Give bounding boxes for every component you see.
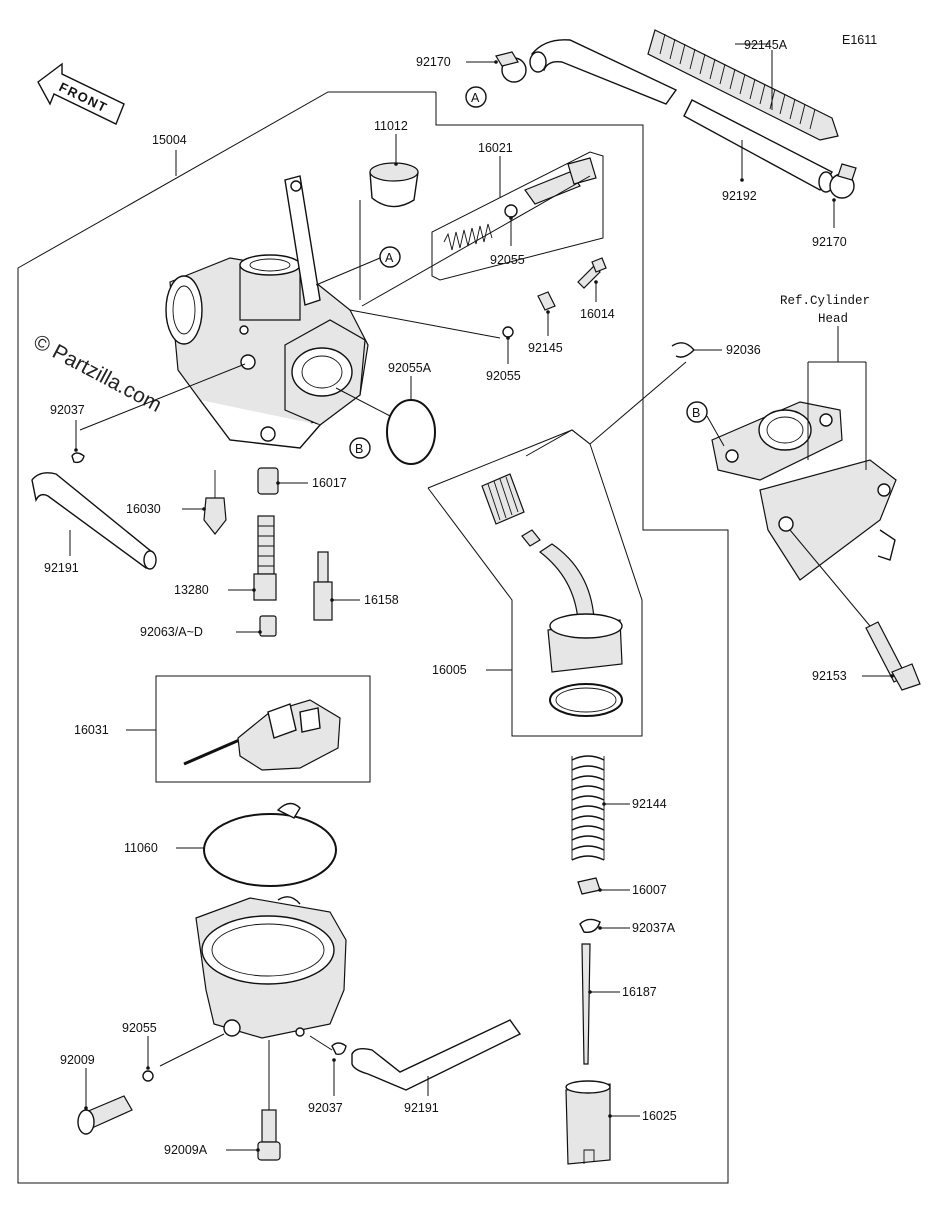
svg-text:B: B	[355, 442, 363, 456]
main-frame-outline	[17, 91, 729, 1184]
label-11060: 11060	[124, 841, 158, 855]
gasket-11060-drawing	[203, 802, 337, 887]
label-92037a: 92037A	[632, 921, 676, 935]
label-16005: 16005	[432, 663, 467, 677]
throttle-valve-16025-drawing	[565, 1080, 611, 1165]
label-92009a: 92009A	[164, 1143, 208, 1157]
clamp-92170-top-drawing	[495, 51, 527, 83]
leader-lines	[69, 43, 892, 1151]
spring-92144-drawing	[571, 755, 605, 861]
label-16017: 16017	[312, 476, 347, 490]
bolt-92153-drawing	[865, 621, 921, 691]
svg-text:A: A	[471, 91, 480, 105]
label-92037-left: 92037	[50, 403, 85, 417]
hose-top-drawing	[529, 39, 678, 105]
float-valve-16030-drawing	[203, 470, 227, 535]
oring-92055-bottom-drawing	[142, 1070, 154, 1082]
oring-92055-drawing	[502, 326, 514, 338]
ref-cylinder-label-1: Ref.Cylinder	[780, 294, 870, 308]
screw-16014-drawing	[577, 257, 607, 289]
hose-92191-left-drawing	[31, 472, 157, 570]
callout-b-intake: B	[686, 401, 708, 423]
part-labels: 15004 11012 16021 92055 16014 92145 9205…	[44, 38, 870, 1157]
svg-text:B: B	[692, 406, 700, 420]
label-16014: 16014	[580, 307, 615, 321]
label-16187: 16187	[622, 985, 657, 999]
label-92144: 92144	[632, 797, 667, 811]
clip-92037a-drawing	[579, 918, 601, 933]
label-16021: 16021	[478, 141, 513, 155]
float-bowl-drawing	[195, 896, 347, 1039]
label-13280: 13280	[174, 583, 209, 597]
label-92145a: 92145A	[744, 38, 788, 52]
ref-cylinder-label-2: Head	[818, 312, 848, 326]
choke-16005-drawing	[481, 473, 623, 717]
cap-11012-drawing	[369, 162, 419, 208]
clip-16007-drawing	[577, 877, 601, 895]
label-92153: 92153	[812, 669, 847, 683]
clip-92037-bottom-drawing	[331, 1042, 347, 1056]
label-92191-left: 92191	[44, 561, 79, 575]
label-92170-top: 92170	[416, 55, 451, 69]
label-16007: 16007	[632, 883, 667, 897]
leader-dots	[74, 60, 894, 1152]
label-92055a: 92055A	[388, 361, 432, 375]
oring-92055a-drawing	[386, 399, 436, 465]
clamp-92170-right-drawing	[829, 163, 857, 199]
label-16158: 16158	[364, 593, 399, 607]
drain-screw-92009a-drawing	[257, 1109, 281, 1161]
label-15004: 15004	[152, 133, 187, 147]
label-11012: 11012	[374, 119, 408, 133]
label-92170-right: 92170	[812, 235, 847, 249]
label-92192: 92192	[722, 189, 757, 203]
bracket-16021	[431, 151, 604, 281]
bracket-16031	[155, 675, 371, 783]
spring-16021-drawing	[443, 157, 597, 251]
hose-92191-bottom-drawing	[351, 1019, 522, 1091]
callout-a-hose: A	[465, 86, 487, 108]
front-arrow-icon: FRONT	[37, 62, 125, 125]
spring-92145-drawing	[537, 291, 556, 311]
pilot-jet-16158-drawing	[313, 551, 333, 621]
jet-92063-drawing	[259, 615, 277, 637]
callout-a-carb: A	[379, 246, 401, 268]
jet-needle-16187-drawing	[581, 943, 591, 1065]
screw-92009-drawing	[77, 1095, 133, 1135]
label-92191-bottom: 92191	[404, 1101, 439, 1115]
label-92009: 92009	[60, 1053, 95, 1067]
svg-text:A: A	[385, 251, 394, 265]
clip-92037-left-drawing	[71, 452, 85, 464]
clip-92036-drawing	[671, 342, 695, 358]
needle-jet-13280-drawing	[253, 515, 277, 601]
label-92037-bottom: 92037	[308, 1101, 343, 1115]
callout-b-carb: B	[349, 437, 371, 459]
intake-manifold-drawing	[711, 401, 897, 581]
jet-16017-drawing	[257, 467, 279, 495]
bracket-16005	[427, 429, 643, 737]
label-92145: 92145	[528, 341, 563, 355]
label-16030: 16030	[126, 502, 161, 516]
label-16031: 16031	[74, 723, 109, 737]
hose-92145a-drawing	[647, 29, 839, 141]
label-16025: 16025	[642, 1109, 677, 1123]
label-92036: 92036	[726, 343, 761, 357]
label-92063: 92063/A~D	[140, 625, 203, 639]
diagram-code: E1611	[842, 33, 877, 47]
label-92055-top: 92055	[490, 253, 525, 267]
float-16031-drawing	[183, 699, 341, 771]
carburetor-body-drawing	[165, 175, 369, 449]
label-92055-bottom: 92055	[122, 1021, 157, 1035]
label-92055-mid: 92055	[486, 369, 521, 383]
